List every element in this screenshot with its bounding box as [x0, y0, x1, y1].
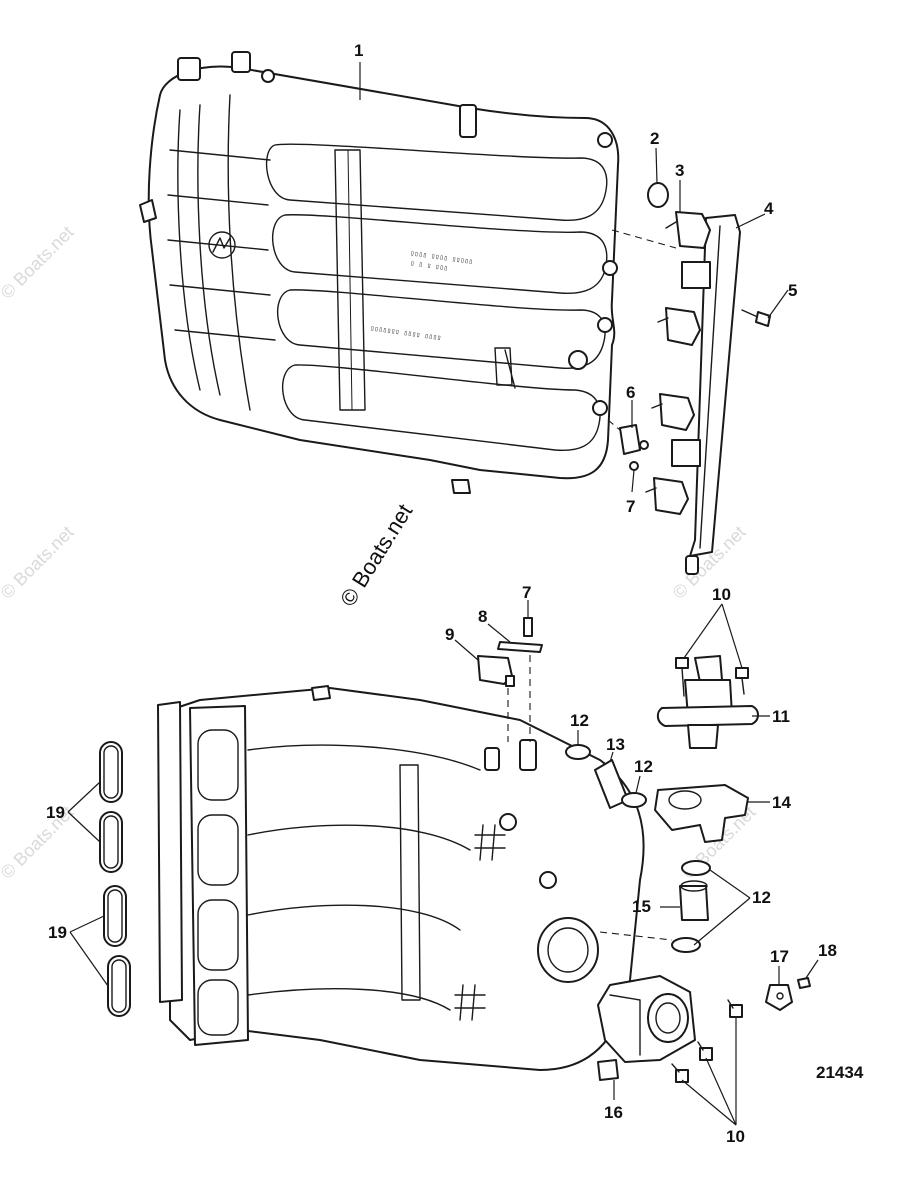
callout-7: 7	[626, 497, 635, 516]
watermark: © Boats.net	[0, 802, 78, 883]
callout-10: 10	[712, 585, 731, 604]
upper-intake-manifold: ▯▯▯▯ ▯▯▯▯ ▯▯▯▯▯ ▯ ▯ ▯ ▯▯▯ ▯▯▯▯▯▯▯ ▯▯▯▯ ▯…	[139, 51, 620, 494]
callout-4: 4	[764, 199, 774, 218]
bracket-and-screw	[619, 424, 649, 471]
callout-2: 2	[650, 129, 659, 148]
callout-17: 17	[770, 947, 789, 966]
leader-lines	[67, 62, 819, 1126]
lower-intake-manifold	[157, 685, 645, 1071]
callout-12: 12	[634, 757, 653, 776]
hose-clamps-and-hoses	[565, 744, 711, 953]
o-ring	[647, 182, 669, 208]
fuel-rail-bolt	[741, 309, 771, 327]
throttle-body-bolts	[671, 999, 743, 1083]
callout-12: 12	[570, 711, 589, 730]
callout-13: 13	[606, 735, 625, 754]
electronic-throttle-body	[597, 975, 696, 1081]
callout-18: 18	[818, 941, 837, 960]
callout-5: 5	[788, 281, 797, 300]
callout-8: 8	[478, 607, 487, 626]
callout-10: 10	[726, 1127, 745, 1146]
watermark: © Boats.net	[0, 522, 78, 603]
iac-bolts	[675, 657, 749, 697]
callout-labels: 1 2 3 4 5 6 7 7 8 9 10 11 12 13 12 14 12…	[46, 41, 837, 1146]
callout-12: 12	[752, 888, 771, 907]
callout-11: 11	[772, 707, 790, 726]
boats-net-credit: © Boats.net	[335, 500, 417, 611]
figure-number: 21434	[816, 1063, 864, 1082]
throttle-position-sensor	[765, 984, 793, 1011]
callout-1: 1	[354, 41, 363, 60]
callout-19: 19	[46, 803, 65, 822]
throttle-body-adapter	[654, 784, 749, 843]
dashed-leader	[599, 931, 673, 941]
dashed-leader	[611, 229, 677, 249]
dashed-leader	[607, 419, 621, 431]
callout-14: 14	[772, 793, 791, 812]
callout-15: 15	[632, 897, 651, 916]
callout-6: 6	[626, 383, 635, 402]
callout-9: 9	[445, 625, 454, 644]
fuel-rail-with-injectors	[645, 211, 741, 575]
map-sensor-assembly	[477, 617, 543, 687]
sensor-screw	[797, 977, 811, 989]
callout-16: 16	[604, 1103, 623, 1122]
callout-19: 19	[48, 923, 67, 942]
watermark: © Boats.net	[0, 222, 78, 303]
callout-3: 3	[675, 161, 684, 180]
idle-air-control-valve	[656, 655, 759, 749]
runner-gaskets	[99, 741, 131, 1017]
callout-7: 7	[522, 583, 531, 602]
